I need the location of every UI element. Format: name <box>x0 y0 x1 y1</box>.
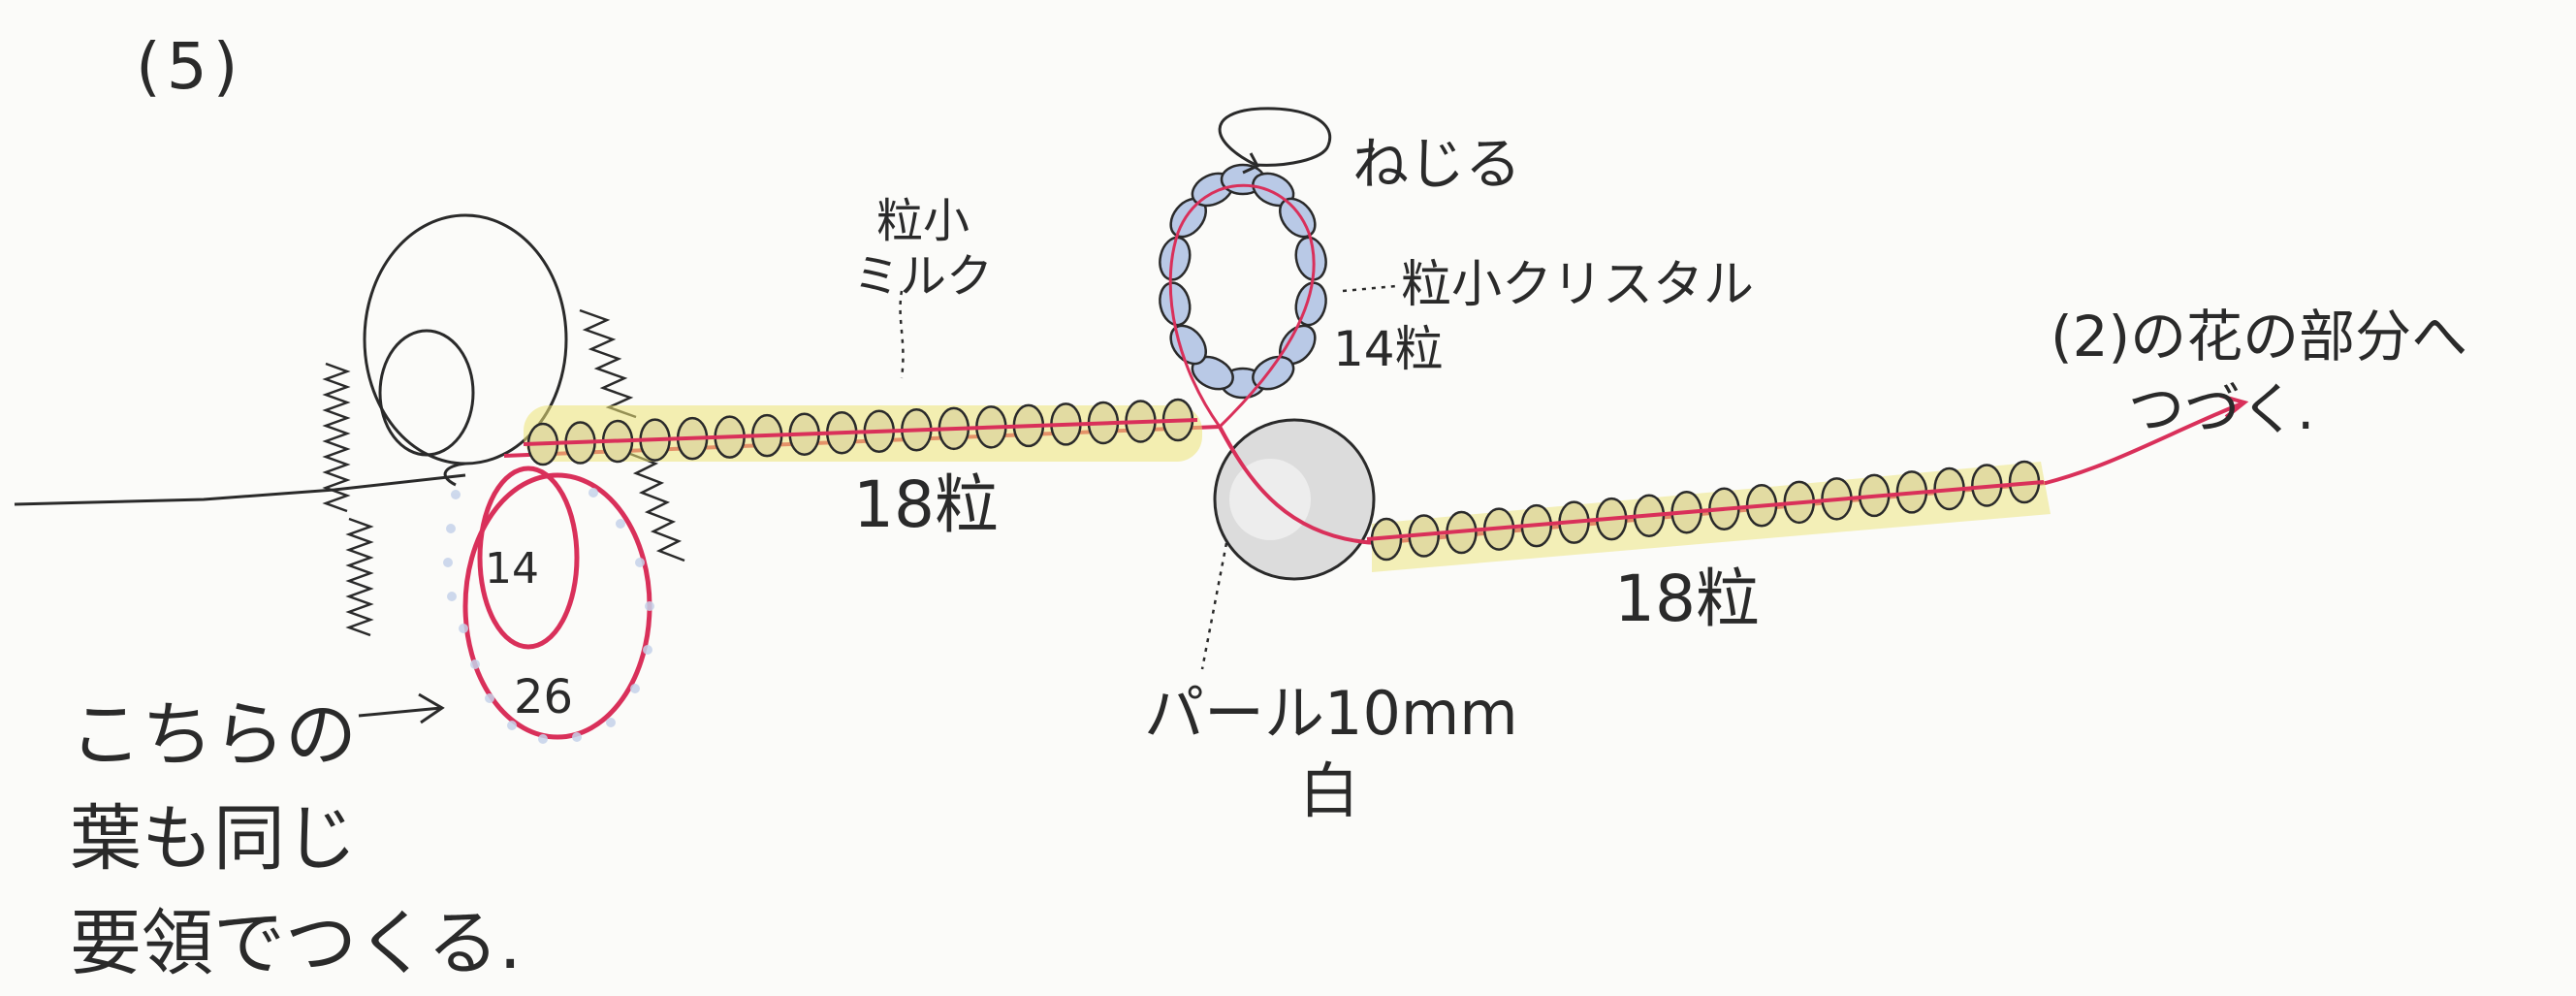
leaf-outer-count: 26 <box>514 670 574 724</box>
leaf-inner-loop <box>477 466 580 650</box>
milk-label-line-1: 粒小 <box>876 194 970 248</box>
step-number: (5) <box>136 29 244 104</box>
milk-label-line-2: ミルク <box>853 248 994 304</box>
milk-bead-label: 粒小 ミルク <box>853 194 993 304</box>
leaf-note-line-3: 要領でつくる. <box>70 901 523 985</box>
twist-arrow-icon <box>1218 107 1332 175</box>
crystal-bead <box>1294 236 1327 281</box>
continue-note: (2)の花の部分へ つづく. <box>2051 301 2467 447</box>
leader-lines <box>899 284 1397 670</box>
milk-bead-wire <box>1366 480 2045 541</box>
bead-strand-left <box>523 398 1198 466</box>
leaf-crystal-dots <box>443 488 654 744</box>
leaf-note-line-2: 葉も同じ <box>70 797 357 882</box>
leaf-note-arrow-icon <box>358 692 445 724</box>
leaf-note-line-1: こちらの <box>70 693 357 777</box>
wire-loops <box>14 213 568 506</box>
bead-count-left: 18粒 <box>853 467 999 542</box>
twist-label: ねじる <box>1352 131 1522 197</box>
crystal-label: 粒小クリスタル <box>1401 256 1755 314</box>
pearl <box>1213 418 1378 581</box>
leaf-note: こちらの 葉も同じ 要領でつくる. <box>70 684 522 996</box>
leaf-inner-count: 14 <box>485 544 539 594</box>
milk-bead-wire <box>523 418 1198 446</box>
continue-note-line-2: つづく. <box>2128 376 2315 443</box>
continue-note-line-1: (2)の花の部分へ <box>2051 304 2468 369</box>
crystal-loop-wire <box>1168 183 1316 429</box>
crystal-count: 14粒 <box>1333 321 1444 377</box>
pearl-color-label: 白 <box>1299 755 1360 826</box>
bead-count-right: 18粒 <box>1614 562 1760 636</box>
bead-strand-right <box>1366 460 2045 562</box>
leaf-zigzags <box>322 308 685 637</box>
pearl-label: パール10mm <box>1144 678 1518 749</box>
crystal-loop <box>1159 163 1327 429</box>
